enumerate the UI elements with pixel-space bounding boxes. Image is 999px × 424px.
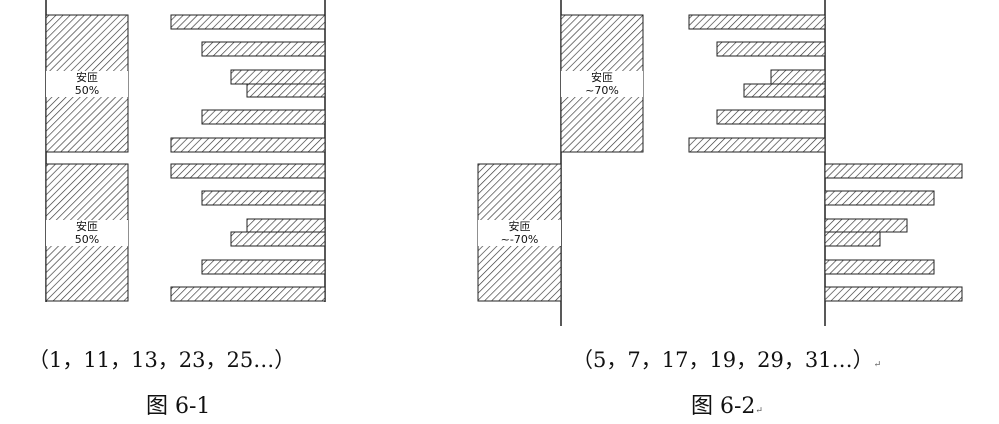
winding-bar	[824, 231, 881, 247]
winding-bar	[201, 259, 326, 275]
winding-bar	[170, 163, 326, 179]
amp-turn-label: 安匝 ~-70%	[478, 220, 561, 246]
winding-bar	[770, 69, 826, 85]
winding-bar	[246, 218, 326, 233]
winding-bar	[688, 137, 826, 153]
figure-6-1-diagram	[45, 0, 326, 302]
figure-caption: 图 6-2↵	[691, 388, 763, 420]
amp-turn-label: 安匝 50%	[46, 220, 128, 246]
winding-bar	[716, 41, 826, 57]
figure-caption-value: 图 6-2	[691, 394, 756, 419]
paragraph-mark-icon: ↵	[755, 406, 763, 416]
amp-turn-label-title: 安匝	[591, 71, 613, 84]
amp-turn-label-percent: 50%	[74, 233, 100, 246]
amp-turn-label: 安匝 ~70%	[561, 71, 643, 97]
amp-turn-label: 安匝 50%	[46, 71, 128, 97]
winding-bar	[716, 109, 826, 125]
winding-bar	[824, 259, 935, 275]
winding-bar	[824, 190, 935, 206]
winding-bar	[230, 231, 326, 247]
winding-bar	[824, 163, 963, 179]
amp-turn-label-percent: ~-70%	[500, 233, 539, 246]
winding-bar	[201, 109, 326, 125]
winding-bar	[688, 14, 826, 30]
harmonic-sequence-value: （5，7，17，19，29，31…）	[572, 348, 874, 372]
winding-bar	[170, 14, 326, 30]
paragraph-mark-icon: ↵	[873, 360, 882, 370]
winding-bar	[201, 41, 326, 57]
amp-turn-label-title: 安匝	[508, 220, 531, 233]
winding-bar	[170, 286, 326, 302]
amp-turn-label-title: 安匝	[76, 71, 98, 84]
winding-bar	[824, 218, 908, 233]
figure-6-2-diagram	[477, 0, 963, 326]
winding-bar	[230, 69, 326, 85]
figure-caption: 图 6-1	[146, 394, 211, 419]
winding-bar	[824, 286, 963, 302]
amp-turn-label-title: 安匝	[76, 220, 98, 233]
harmonic-sequence-text: （5，7，17，19，29，31…）↵	[572, 344, 881, 374]
winding-bar	[743, 83, 826, 98]
harmonic-sequence-text: （1，11，13，23，25…）	[28, 348, 296, 372]
winding-bar	[170, 137, 326, 153]
winding-bar	[246, 83, 326, 98]
amp-turn-label-percent: 50%	[74, 84, 100, 97]
winding-bar	[201, 190, 326, 206]
amp-turn-label-percent: ~70%	[585, 84, 619, 97]
